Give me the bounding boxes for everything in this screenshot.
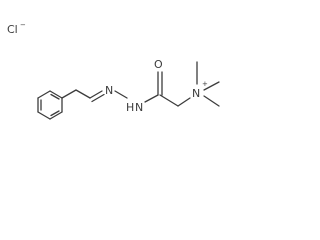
hydrazide-h-label: H [126,101,134,114]
ammonium-nitrogen-label: N [192,87,200,100]
ring-bond-5 [37,111,51,120]
oxygen-label: O [154,58,163,71]
bond-ammonium-methyl-bottom [203,95,220,107]
ring-double-bond-2 [50,110,60,117]
bond-ch-n-imine [89,90,103,99]
structure-canvas: Cl − N H N O N + [7,21,220,120]
ring-bond-1 [37,90,51,99]
ring-bond-2 [49,90,63,99]
ammonium-charge: + [202,80,208,88]
ring-bond-4 [49,111,63,120]
hydrazide-nitrogen-label: N [135,101,143,114]
bond-ammonium-methyl-right [203,81,220,91]
bond-ring-ch2 [61,89,77,99]
chemical-structure-diagram: Cl − N H N O N + [7,21,220,120]
chloride-label: Cl [7,23,18,36]
bond-ch-n-imine-double [91,93,105,103]
bond-carbonyl-ch2 [159,94,179,107]
ring-double-bond-1 [50,93,60,100]
bond-ch2-ch [75,89,91,99]
bond-nh-carbonyl [144,94,159,103]
phenyl-ring [37,90,63,120]
bond-n-n [114,90,128,99]
bond-ch2-ammonium [177,97,191,107]
chloride-charge: − [20,21,26,29]
imine-nitrogen-label: N [105,84,113,97]
